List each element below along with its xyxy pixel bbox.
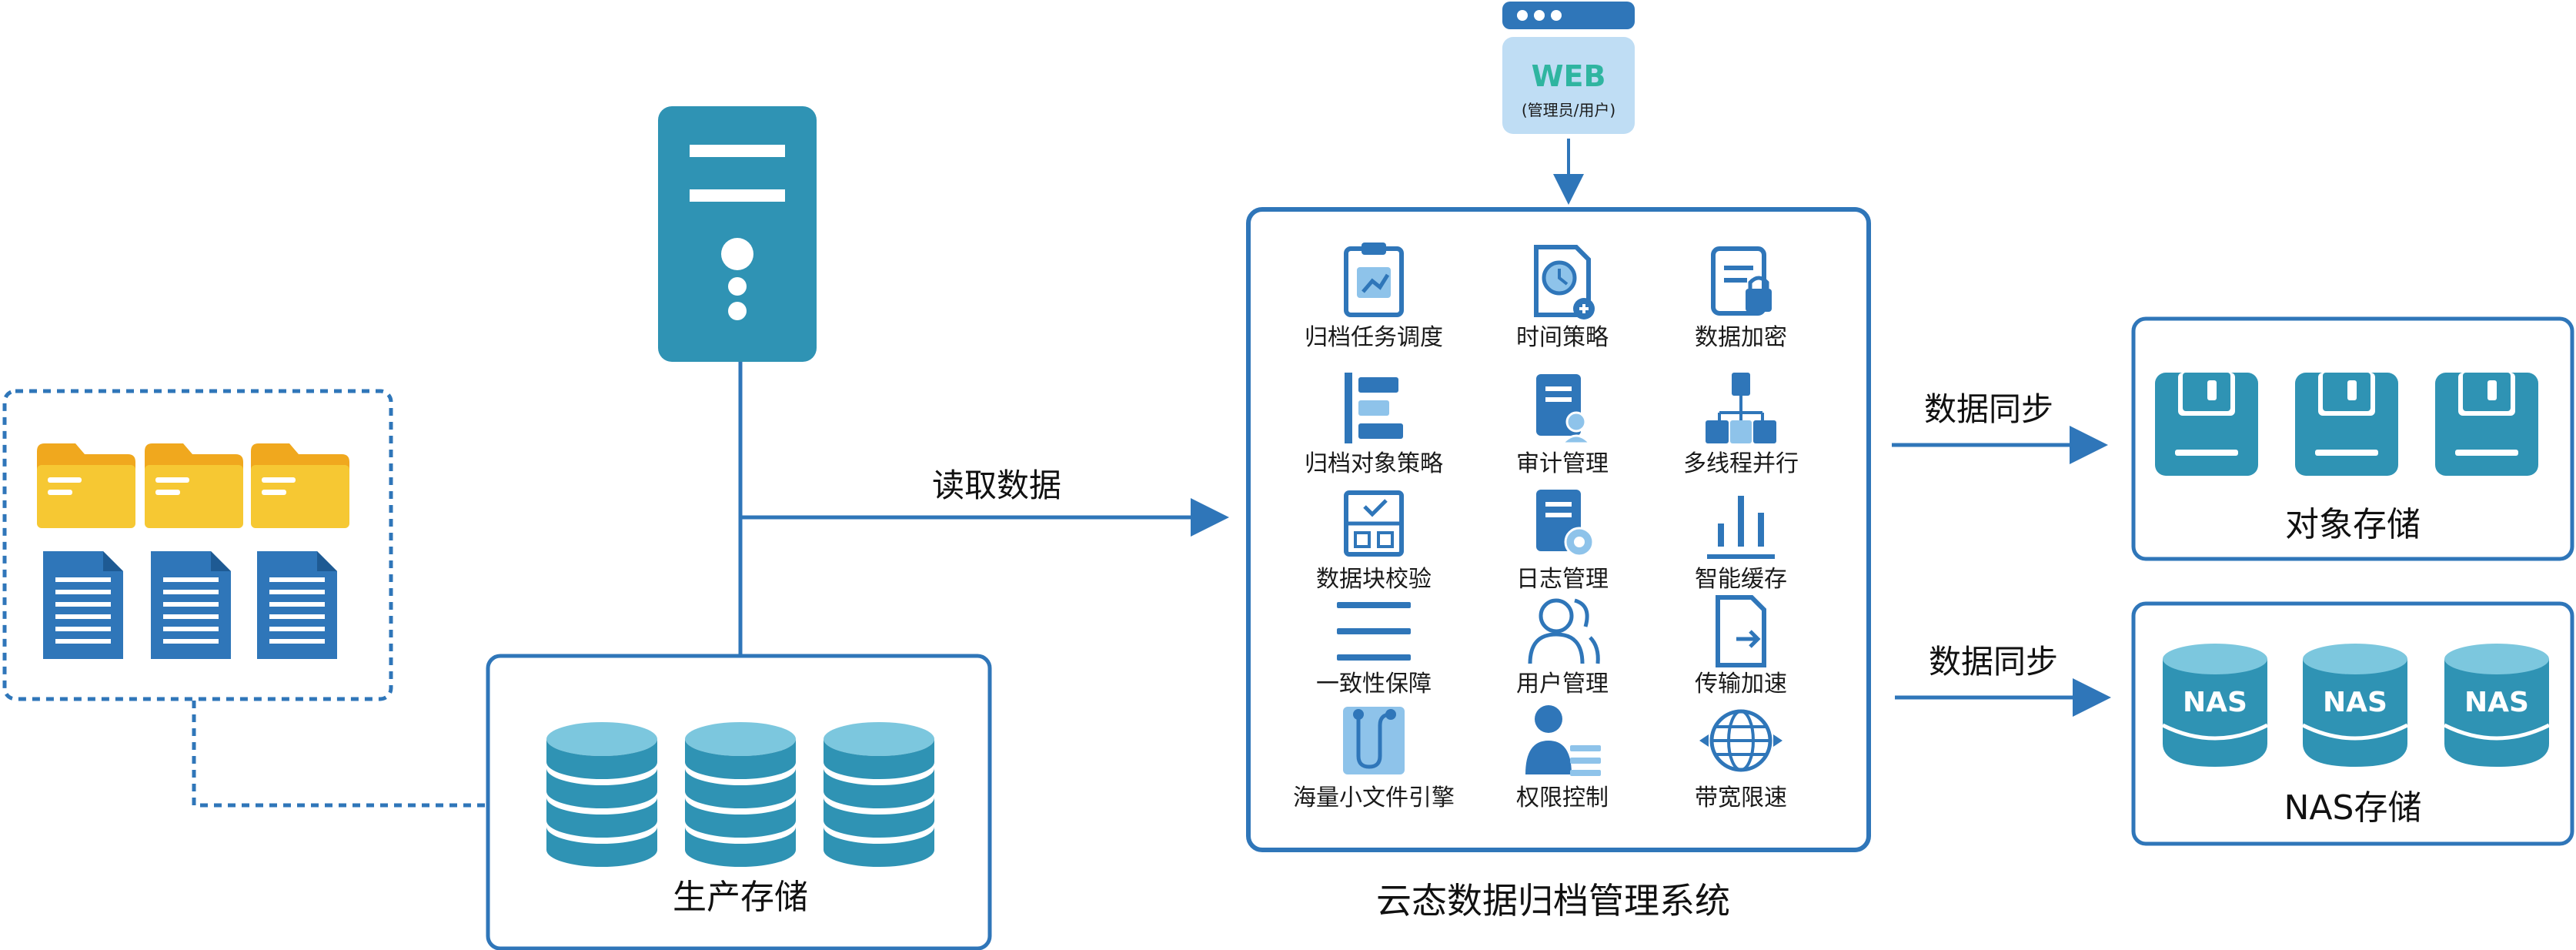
feature-label: 多线程并行 xyxy=(1683,450,1799,477)
feature-label: 日志管理 xyxy=(1516,566,1609,593)
folder-icon xyxy=(37,443,135,528)
object-storage-caption: 对象存储 xyxy=(2285,505,2421,544)
feature-label: 海量小文件引擎 xyxy=(1293,784,1455,811)
clipboard-icon xyxy=(1344,243,1404,317)
web-browser-window xyxy=(1502,2,1635,134)
document-icon xyxy=(43,551,123,659)
document-gear-icon xyxy=(1536,490,1595,557)
nas-drum-label: NAS xyxy=(2323,687,2387,718)
system-caption: 云态数据归档管理系统 xyxy=(1376,880,1730,922)
hierarchy-icon xyxy=(1345,373,1403,443)
nas-drum-label: NAS xyxy=(2464,687,2529,718)
feature-label: 带宽限速 xyxy=(1695,784,1787,811)
dashed-connector xyxy=(192,701,486,808)
document-lock-icon xyxy=(1711,246,1772,316)
circuit-icon xyxy=(1343,707,1405,774)
feature-label: 一致性保障 xyxy=(1316,671,1432,697)
file-arrow-icon xyxy=(1716,595,1766,667)
feature-label: 审计管理 xyxy=(1516,450,1609,477)
feature-label: 传输加速 xyxy=(1695,671,1787,697)
grid-check-icon xyxy=(1344,490,1404,557)
file-source-box xyxy=(2,389,393,701)
server-icon xyxy=(658,106,817,362)
nas-drum-label: NAS xyxy=(2183,687,2247,718)
feature-label: 归档对象策略 xyxy=(1305,450,1443,477)
read-data-label: 读取数据 xyxy=(932,467,1061,504)
feature-label: 归档任务调度 xyxy=(1305,324,1443,351)
database-icon xyxy=(546,722,657,867)
document-clock-icon xyxy=(1534,245,1595,319)
globe-icon xyxy=(1699,709,1782,772)
document-icon xyxy=(151,551,231,659)
production-storage-caption: 生产存储 xyxy=(673,878,808,917)
feature-grid: 归档任务调度 时间策略 数据加密 归档对象策略 审计管理 多线程并行 数据块校验 xyxy=(1293,243,1799,811)
document-user-icon xyxy=(1536,374,1593,445)
floppy-icon xyxy=(2435,373,2538,476)
feature-label: 数据块校验 xyxy=(1316,566,1432,593)
bar-chart-icon xyxy=(1707,496,1775,559)
database-icon xyxy=(824,722,934,867)
document-icon xyxy=(257,551,337,659)
sync-label-object: 数据同步 xyxy=(1924,390,2053,428)
feature-label: 时间策略 xyxy=(1516,324,1609,351)
folder-icon xyxy=(251,443,349,528)
feature-label: 权限控制 xyxy=(1516,784,1609,811)
users-icon xyxy=(1528,598,1600,664)
lines-icon xyxy=(1337,602,1411,661)
web-label: WEB xyxy=(1532,59,1606,93)
floppy-icon xyxy=(2155,373,2258,476)
tree-icon xyxy=(1706,373,1776,443)
floppy-icon xyxy=(2295,373,2398,476)
feature-label: 智能缓存 xyxy=(1695,566,1787,593)
database-icon xyxy=(685,722,796,867)
feature-label: 数据加密 xyxy=(1695,324,1787,351)
web-sub-label: (管理员/用户) xyxy=(1522,101,1615,119)
user-list-icon xyxy=(1525,705,1601,776)
folder-icon xyxy=(145,443,243,528)
feature-label: 用户管理 xyxy=(1516,671,1609,697)
nas-storage-caption: NAS存储 xyxy=(2284,788,2422,828)
sync-label-nas: 数据同步 xyxy=(1929,643,2058,681)
